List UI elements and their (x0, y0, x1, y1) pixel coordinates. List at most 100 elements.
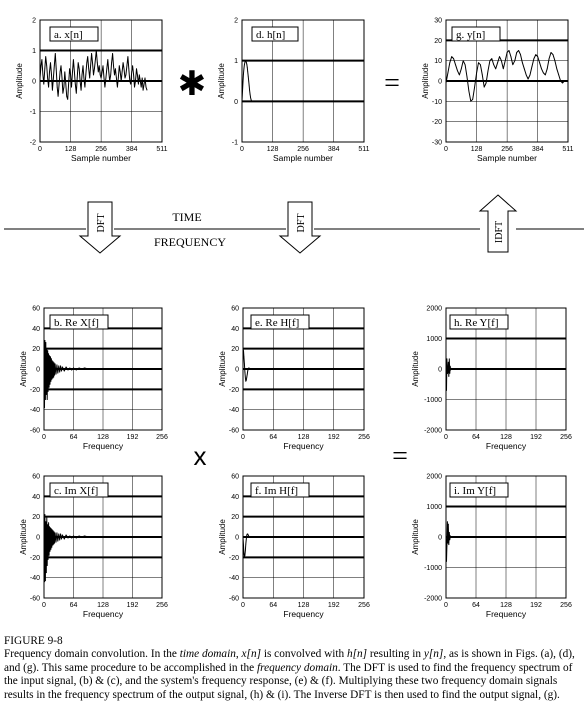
chart-rex-ytick-label: -20 (30, 387, 40, 394)
chart-reh-xlabel: Frequency (283, 441, 324, 451)
chart-imx-ytick-label: 40 (32, 494, 40, 501)
chart-xn-point (51, 74, 52, 76)
chart-imy-point (453, 536, 454, 538)
chart-xn-ytick-label: 2 (32, 18, 36, 25)
chart-yn-point (445, 82, 447, 84)
chart-imh-ylabel: Amplitude (218, 519, 227, 555)
chart-xn-point (68, 83, 70, 85)
caption-xn: x[n] (241, 648, 261, 661)
chart-xn-point (83, 77, 85, 79)
chart-xn-point (137, 83, 139, 85)
chart-imx-xtick-label: 0 (42, 602, 46, 609)
chart-yn-point (472, 98, 474, 100)
chart-xn-point (135, 80, 136, 82)
chart-imh-point (246, 534, 248, 536)
chart-reh-point (251, 368, 252, 370)
chart-xn-point (105, 77, 107, 79)
chart-rey-point (447, 361, 449, 363)
chart-rey-xtick-label: 256 (560, 434, 572, 441)
chart-yn-point (495, 68, 497, 70)
chart-rex-point (56, 364, 58, 366)
chart-yn-point (479, 64, 481, 66)
chart-imx-point (49, 550, 51, 552)
caption-text-3: is convolved with (261, 648, 347, 661)
chart-rey-xtick-label: 192 (530, 434, 542, 441)
chart-yn-point (474, 86, 476, 88)
chart-imx-point (43, 536, 45, 538)
chart-xn-point (72, 71, 73, 73)
chart-hn-ytick-label: 1 (234, 58, 238, 65)
chart-yn-point (510, 56, 512, 57)
chart-rey-point (565, 368, 567, 370)
chart-rex-point (78, 367, 80, 369)
chart-yn-xlabel: Sample number (477, 153, 537, 163)
chart-rex-point (161, 368, 163, 370)
chart-xn-point (63, 86, 65, 88)
chart-yn-point (449, 62, 451, 64)
chart-imy-ytick-label: 2000 (426, 474, 442, 481)
chart-imh-point (333, 536, 335, 538)
chart-rex-point (60, 365, 61, 367)
chart-reh-point (252, 368, 253, 370)
idft-arrow: IDFT (478, 194, 518, 253)
chart-reh-point (244, 363, 245, 365)
chart-hn-point (245, 60, 247, 62)
chart-yn-ytick-label: 20 (434, 38, 442, 45)
chart-imh-point (244, 554, 246, 556)
chart-yn-point (518, 50, 519, 51)
chart-rex-point (46, 399, 48, 400)
caption-text-4: resulting in (367, 648, 424, 661)
chart-xn-point (122, 62, 124, 64)
chart-hn-point (247, 75, 249, 77)
chart-imh-xtick-label: 0 (241, 602, 245, 609)
chart-imy-xtick-label: 64 (472, 602, 480, 609)
chart-imh-point (363, 536, 365, 538)
chart-imh-point (252, 536, 253, 538)
chart-xn-xtick-label: 0 (38, 146, 42, 153)
chart-xn-point (103, 77, 105, 79)
chart-imy-xlabel: Frequency (486, 609, 527, 619)
chart-xn-point (111, 62, 113, 64)
chart-yn-point (489, 60, 491, 62)
chart-imh-point (253, 536, 255, 538)
dft-arrow-2-label: DFT (296, 214, 307, 233)
chart-rex-ytick-label: 60 (32, 306, 40, 313)
chart-rey-panel-label: h. Re Y[f] (454, 317, 499, 329)
chart-imy-point (447, 542, 449, 544)
chart-imh-ytick-label: -20 (229, 555, 239, 562)
chart-reh-ytick-label: -20 (229, 387, 239, 394)
chart-imh-panel-label-box (250, 482, 310, 498)
chart-imx-point (58, 533, 60, 535)
chart-xn-point (98, 65, 100, 67)
chart-xn-point (144, 77, 146, 79)
chart-yn-point (508, 50, 510, 51)
chart-xn-point (40, 65, 42, 67)
chart-reh-point (303, 368, 304, 370)
chart-imx-point (46, 565, 48, 566)
chart-yn-point (533, 58, 535, 60)
chart-imx-point (44, 581, 45, 583)
chart-xn-point (129, 80, 131, 82)
chart-imh-point (257, 536, 259, 538)
chart-xn-point (39, 77, 41, 79)
chart-xn-frame (39, 19, 163, 143)
chart-imx-point (62, 534, 63, 536)
chart-hn-xtick-label: 384 (328, 146, 340, 153)
chart-imh-point (303, 536, 304, 538)
chart-imx-point (135, 536, 137, 538)
chart-imx-point (48, 522, 50, 524)
chart-xn-point (114, 74, 115, 76)
chart-hn-ytick-label: 0 (234, 99, 238, 106)
chart-reh-panel-label: e. Re H[f] (255, 317, 299, 329)
chart-xn-point (99, 74, 101, 76)
chart-imy-xtick-label: 192 (530, 602, 542, 609)
chart-yn-point (451, 56, 453, 57)
chart-yn-point (548, 58, 550, 60)
chart-xn-point (126, 65, 128, 67)
chart-rey-point (446, 389, 447, 391)
